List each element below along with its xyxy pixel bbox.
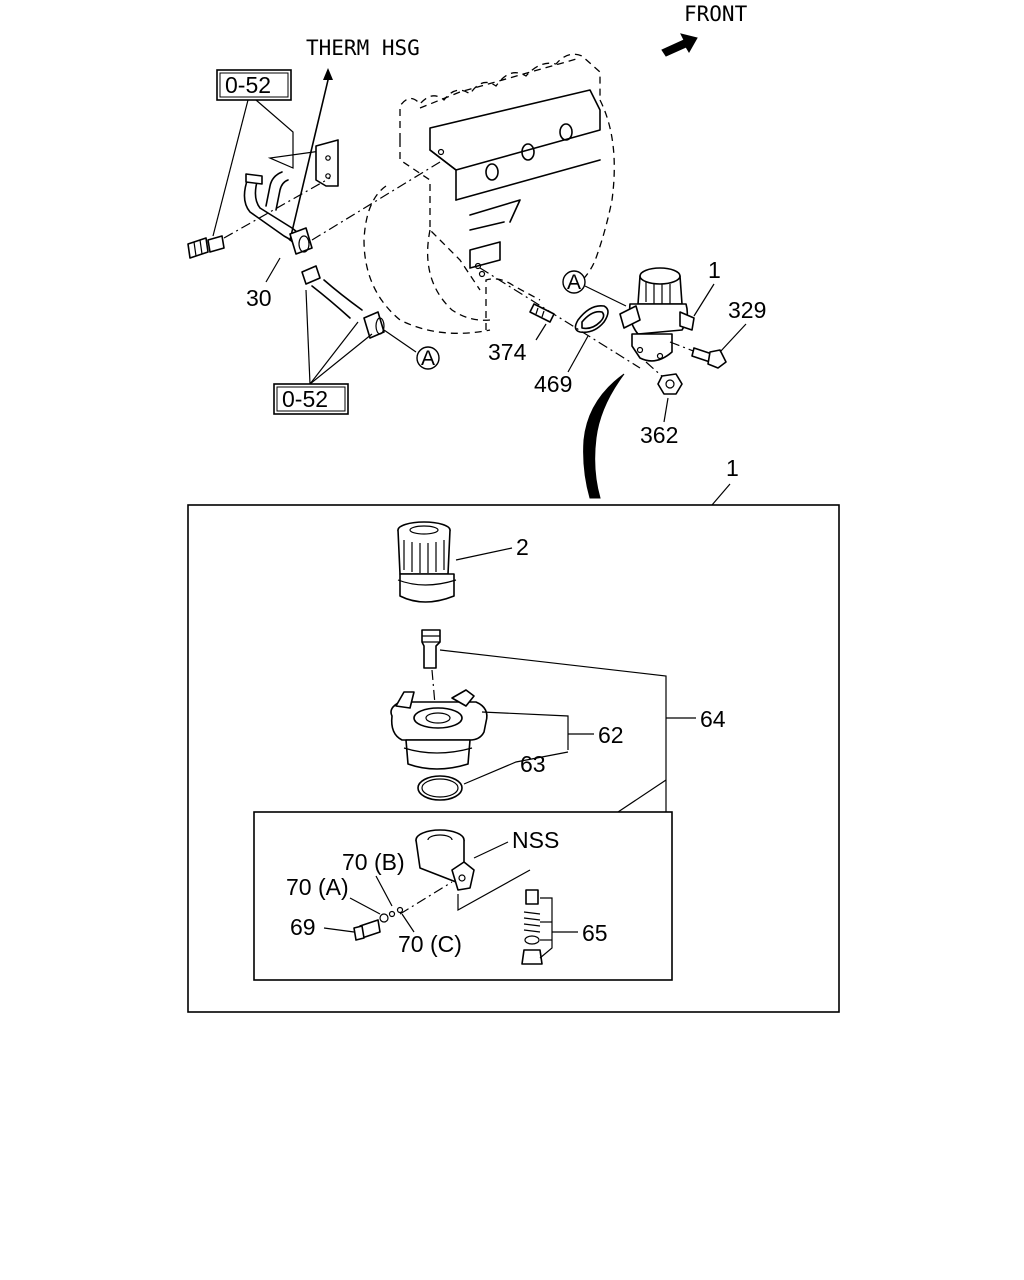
- front-label: FRONT: [684, 2, 748, 26]
- ref-box-bottom-label: 0-52: [282, 386, 328, 412]
- housing-62: 62: [390, 689, 624, 770]
- assembly-label-1: 1: [726, 455, 739, 481]
- assembly-label-70a: 70 (A): [286, 874, 349, 900]
- part-label-362: 362: [640, 422, 678, 448]
- ref-box-bottom: 0-52: [273, 289, 373, 415]
- part-label-469: 469: [534, 371, 572, 397]
- front-direction: FRONT: [661, 2, 748, 57]
- therm-hsg-arrow-icon: [323, 68, 333, 80]
- assembly-label-nss: NSS: [512, 827, 559, 853]
- circle-ref-a-right-label: A: [567, 271, 581, 294]
- part-label-30: 30: [246, 285, 272, 311]
- circle-ref-a-right: A: [562, 270, 627, 307]
- detail-pointer-icon: [583, 373, 625, 499]
- assembly-label-69: 69: [290, 914, 316, 940]
- circle-ref-a-left-label: A: [421, 347, 435, 370]
- center-pipe-64: 64: [421, 629, 726, 813]
- assembly-box: 1 2 64: [187, 455, 840, 1013]
- assembly-label-65: 65: [582, 920, 608, 946]
- front-arrow-icon: [661, 33, 698, 57]
- ref-box-top-label: 0-52: [225, 72, 271, 98]
- nss-sub-box: NSS 65 70 (B) 70 (A) 69: [253, 811, 673, 981]
- part-label-329: 329: [728, 297, 766, 323]
- engine-block: [363, 53, 615, 334]
- assembly-label-70b: 70 (B): [342, 849, 405, 875]
- hose-assembly: A: [301, 265, 440, 370]
- therm-hsg-callout: THERM HSG: [289, 36, 420, 241]
- assembly-label-2: 2: [516, 534, 529, 560]
- pipe-assembly-30: 30: [187, 139, 441, 311]
- oil-filter-upper: 374 469 A 1 329: [479, 257, 766, 499]
- assembly-label-70c: 70 (C): [398, 931, 462, 957]
- part-label-1-top: 1: [708, 257, 721, 283]
- ref-box-top: 0-52: [212, 69, 329, 237]
- assembly-label-64: 64: [700, 706, 726, 732]
- circle-ref-a-left: A: [416, 346, 440, 370]
- part-label-374: 374: [488, 339, 527, 365]
- therm-hsg-label: THERM HSG: [306, 36, 420, 60]
- assembly-label-63: 63: [520, 751, 546, 777]
- o-ring-63: 63: [417, 751, 569, 801]
- assembly-label-62: 62: [598, 722, 624, 748]
- filter-element-2: 2: [397, 521, 529, 603]
